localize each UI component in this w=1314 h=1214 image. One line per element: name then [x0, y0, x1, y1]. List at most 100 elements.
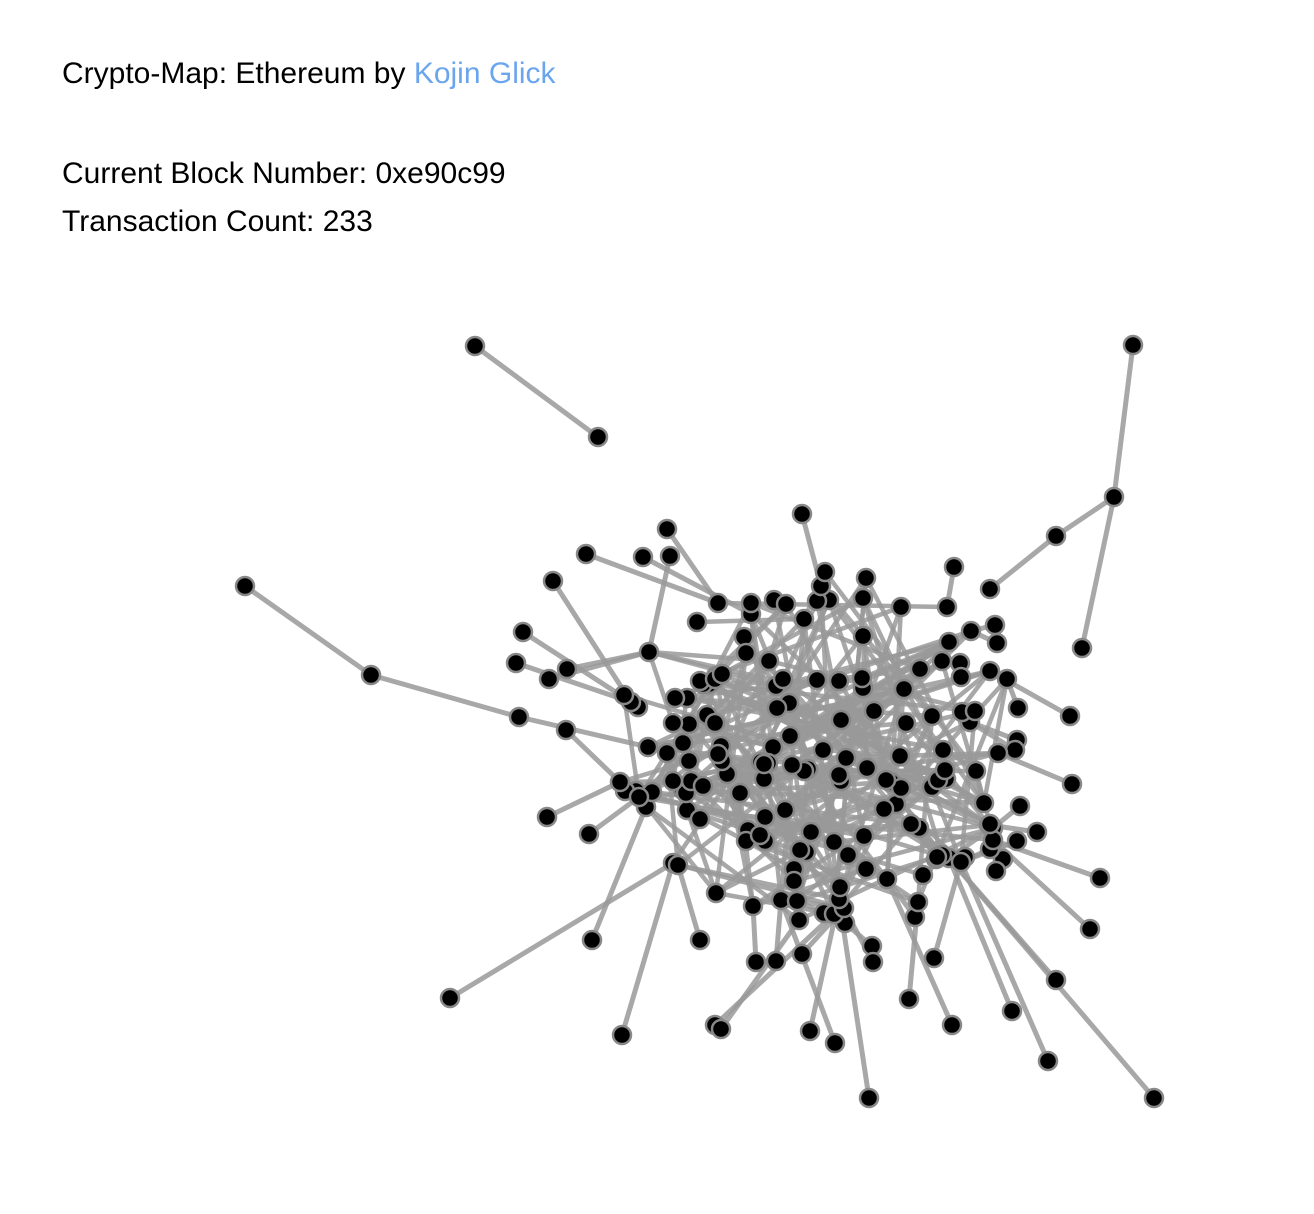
- graph-node[interactable]: [705, 882, 727, 904]
- graph-node[interactable]: [439, 987, 461, 1009]
- graph-node[interactable]: [855, 567, 877, 589]
- graph-node[interactable]: [783, 870, 805, 892]
- graph-node[interactable]: [912, 864, 934, 886]
- graph-node[interactable]: [979, 578, 1001, 600]
- graph-node[interactable]: [829, 876, 851, 898]
- graph-node[interactable]: [895, 712, 917, 734]
- graph-node[interactable]: [893, 678, 915, 700]
- graph-node[interactable]: [900, 813, 922, 835]
- graph-node[interactable]: [749, 824, 771, 846]
- graph-node[interactable]: [772, 668, 794, 690]
- graph-node[interactable]: [740, 592, 762, 614]
- graph-node[interactable]: [800, 821, 822, 843]
- graph-node[interactable]: [766, 697, 788, 719]
- graph-node[interactable]: [689, 929, 711, 951]
- graph-node[interactable]: [678, 750, 700, 772]
- graph-node[interactable]: [1061, 773, 1083, 795]
- graph-node[interactable]: [613, 684, 635, 706]
- graph-node[interactable]: [775, 593, 797, 615]
- graph-node[interactable]: [1143, 1087, 1165, 1109]
- graph-node[interactable]: [828, 670, 850, 692]
- graph-node[interactable]: [1001, 1000, 1023, 1022]
- graph-node[interactable]: [542, 570, 564, 592]
- graph-node[interactable]: [464, 335, 486, 357]
- graph-node[interactable]: [632, 546, 654, 568]
- graph-node[interactable]: [986, 632, 1008, 654]
- graph-node[interactable]: [707, 592, 729, 614]
- graph-node[interactable]: [932, 739, 954, 761]
- graph-node[interactable]: [512, 621, 534, 643]
- graph-node[interactable]: [985, 860, 1007, 882]
- graph-node[interactable]: [234, 575, 256, 597]
- graph-node[interactable]: [830, 709, 852, 731]
- graph-node[interactable]: [707, 743, 729, 765]
- graph-node[interactable]: [835, 747, 857, 769]
- graph-node[interactable]: [1122, 334, 1144, 356]
- graph-node[interactable]: [837, 844, 859, 866]
- graph-node[interactable]: [1006, 830, 1028, 852]
- graph-node[interactable]: [774, 799, 796, 821]
- graph-node[interactable]: [656, 518, 678, 540]
- graph-node[interactable]: [664, 687, 686, 709]
- graph-node[interactable]: [536, 806, 558, 828]
- graph-node[interactable]: [637, 736, 659, 758]
- graph-node[interactable]: [921, 705, 943, 727]
- graph-node[interactable]: [824, 1032, 846, 1054]
- graph-node[interactable]: [907, 891, 929, 913]
- graph-node[interactable]: [926, 846, 948, 868]
- graph-node[interactable]: [936, 596, 958, 618]
- graph-node[interactable]: [581, 929, 603, 951]
- graph-node[interactable]: [996, 668, 1018, 690]
- graph-node[interactable]: [611, 1024, 633, 1046]
- graph-node[interactable]: [873, 798, 895, 820]
- graph-node[interactable]: [876, 868, 898, 890]
- graph-node[interactable]: [858, 1087, 880, 1109]
- graph-node[interactable]: [931, 650, 953, 672]
- graph-node[interactable]: [556, 658, 578, 680]
- graph-node[interactable]: [812, 739, 834, 761]
- graph-node[interactable]: [799, 1020, 821, 1042]
- graph-node[interactable]: [742, 895, 764, 917]
- graph-node[interactable]: [814, 561, 836, 583]
- graph-node[interactable]: [1079, 918, 1101, 940]
- graph-node[interactable]: [823, 831, 845, 853]
- graph-node[interactable]: [856, 757, 878, 779]
- graph-node[interactable]: [862, 951, 884, 973]
- graph-node[interactable]: [938, 631, 960, 653]
- graph-node[interactable]: [575, 543, 597, 565]
- graph-node[interactable]: [711, 663, 733, 685]
- graph-node[interactable]: [934, 759, 956, 781]
- graph-node[interactable]: [689, 808, 711, 830]
- graph-node[interactable]: [609, 771, 631, 793]
- graph-node[interactable]: [1103, 486, 1125, 508]
- graph-node[interactable]: [1059, 705, 1081, 727]
- graph-node[interactable]: [890, 596, 912, 618]
- graph-node[interactable]: [941, 1014, 963, 1036]
- graph-node[interactable]: [360, 664, 382, 686]
- graph-node[interactable]: [1007, 697, 1029, 719]
- graph-node[interactable]: [538, 668, 560, 690]
- graph-node[interactable]: [851, 667, 873, 689]
- graph-node[interactable]: [781, 754, 803, 776]
- graph-node[interactable]: [964, 700, 986, 722]
- graph-node[interactable]: [1071, 637, 1093, 659]
- graph-node[interactable]: [735, 642, 757, 664]
- graph-node[interactable]: [965, 760, 987, 782]
- graph-node[interactable]: [979, 813, 1001, 835]
- graph-node[interactable]: [791, 943, 813, 965]
- graph-node[interactable]: [662, 712, 684, 734]
- graph-node[interactable]: [1037, 1050, 1059, 1072]
- graph-node[interactable]: [806, 669, 828, 691]
- graph-node[interactable]: [1009, 795, 1031, 817]
- graph-node[interactable]: [692, 775, 714, 797]
- graph-node[interactable]: [704, 712, 726, 734]
- graph-node[interactable]: [779, 725, 801, 747]
- graph-node[interactable]: [758, 650, 780, 672]
- graph-node[interactable]: [587, 426, 609, 448]
- graph-node[interactable]: [984, 614, 1006, 636]
- graph-node[interactable]: [853, 825, 875, 847]
- graph-node[interactable]: [656, 742, 678, 764]
- graph-node[interactable]: [686, 611, 708, 633]
- graph-node[interactable]: [979, 660, 1001, 682]
